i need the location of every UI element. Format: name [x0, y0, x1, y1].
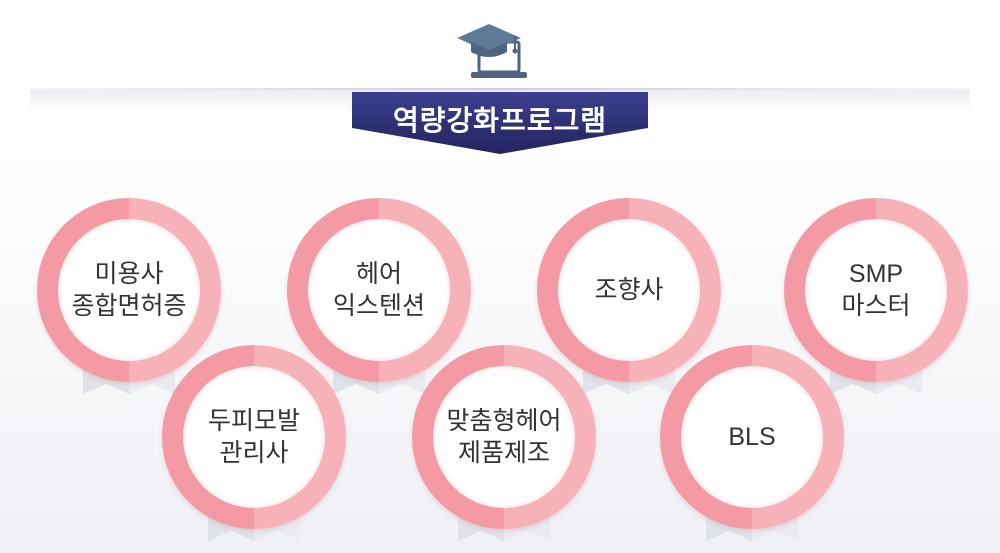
program-item-custom-hair-product: 맞춤형헤어 제품제조 — [412, 345, 596, 545]
program-label: 헤어 익스텐션 — [308, 219, 450, 361]
program-label: BLS — [681, 366, 823, 508]
program-ring: 두피모발 관리사 — [162, 345, 346, 529]
program-item-scalp-hair-care: 두피모발 관리사 — [162, 345, 346, 545]
program-label: SMP 마스터 — [805, 219, 947, 361]
program-ring: 조향사 — [537, 198, 721, 382]
program-banner: 역량강화프로그램 — [352, 92, 648, 154]
program-label: 맞춤형헤어 제품제조 — [433, 366, 575, 508]
program-item-perfumer: 조향사 — [537, 198, 721, 398]
program-label: 두피모발 관리사 — [183, 366, 325, 508]
program-label: 미용사 종합면허증 — [58, 219, 200, 361]
program-item-hair-extension: 헤어 익스텐션 — [287, 198, 471, 398]
banner-title: 역량강화프로그램 — [392, 104, 608, 137]
graduation-cap-laptop-icon — [457, 24, 527, 78]
top-divider — [30, 88, 970, 90]
program-item-beautician: 미용사 종합면허증 — [37, 198, 221, 398]
program-label: 조향사 — [558, 219, 700, 361]
program-item-smp-master: SMP 마스터 — [784, 198, 968, 398]
program-ring: BLS — [660, 345, 844, 529]
program-ring: 헤어 익스텐션 — [287, 198, 471, 382]
program-ring: 맞춤형헤어 제품제조 — [412, 345, 596, 529]
program-item-bls: BLS — [660, 345, 844, 545]
program-ring: 미용사 종합면허증 — [37, 198, 221, 382]
program-ring: SMP 마스터 — [784, 198, 968, 382]
